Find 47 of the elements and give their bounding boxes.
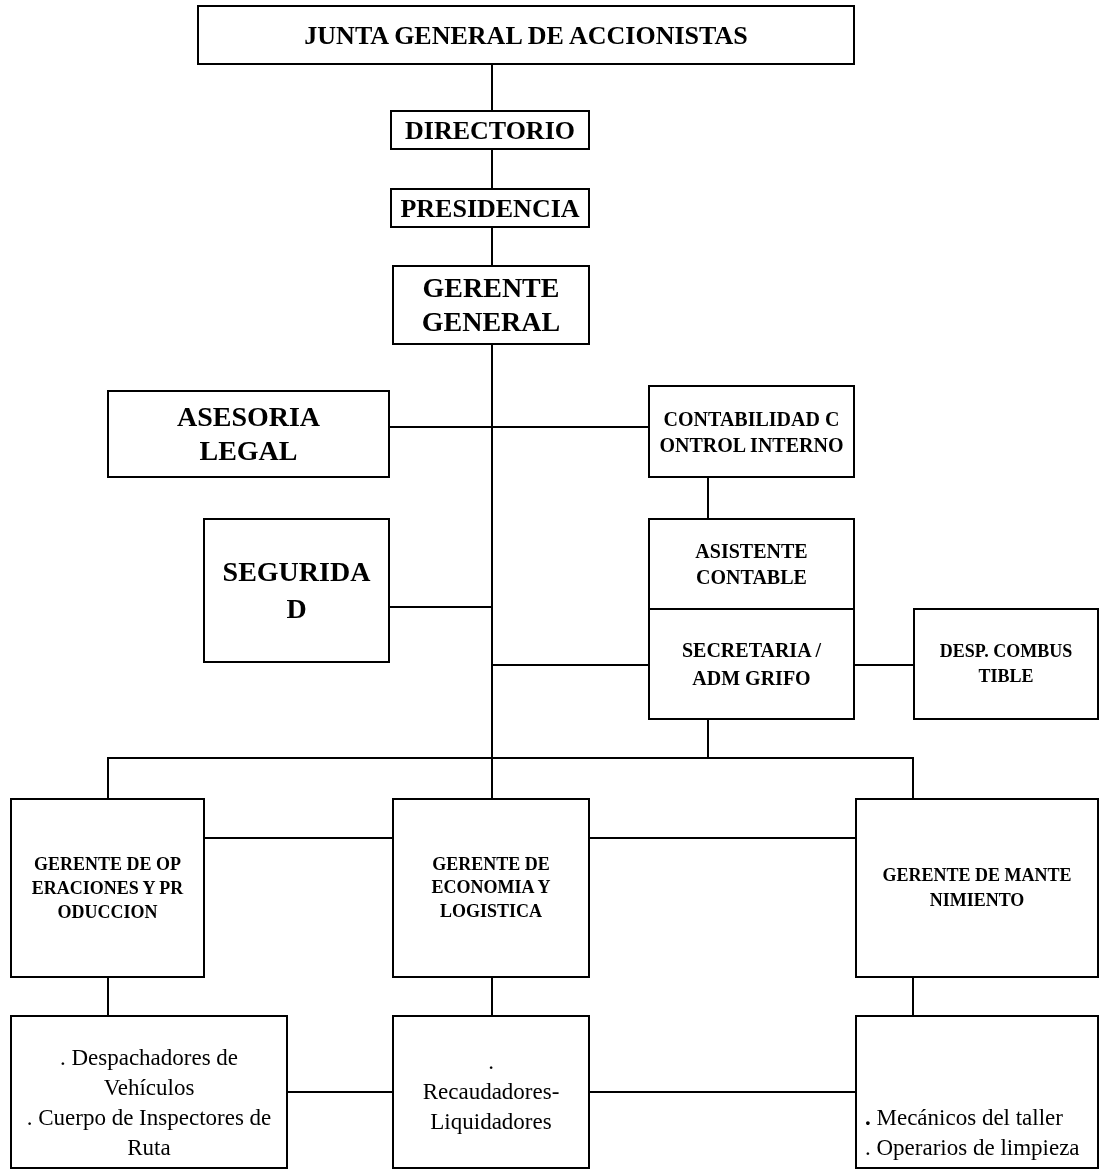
org-box bbox=[10, 1015, 288, 1169]
connector-line bbox=[707, 719, 914, 799]
box-label: SEGURIDAD bbox=[221, 555, 372, 626]
box-label: . Mecánicos del taller bbox=[865, 1104, 1063, 1133]
org-box bbox=[390, 110, 590, 150]
org-box bbox=[855, 798, 1099, 978]
box-label: GERENTE GENERAL bbox=[420, 271, 562, 339]
connector-line bbox=[107, 977, 109, 1016]
org-box bbox=[648, 385, 855, 478]
box-label: DESP. COMBUSTIBLE bbox=[939, 639, 1073, 688]
org-box bbox=[10, 798, 205, 978]
connector-line bbox=[707, 477, 709, 519]
org-box bbox=[392, 798, 590, 978]
box-label: . Operarios de limpieza bbox=[865, 1134, 1080, 1163]
connector-line bbox=[589, 837, 856, 839]
connector-line bbox=[491, 977, 493, 1016]
box-label: DIRECTORIO bbox=[405, 114, 575, 147]
connector-line bbox=[491, 227, 493, 266]
box-label: GERENTE DE MANTENIMIENTO bbox=[881, 863, 1073, 912]
connector-line bbox=[912, 977, 914, 1016]
connector-line bbox=[491, 64, 493, 111]
connector-line bbox=[287, 1091, 393, 1093]
box-label: CONTABILIDAD CONTROL INTERNO bbox=[658, 406, 845, 458]
org-box bbox=[392, 265, 590, 345]
connector-line bbox=[854, 664, 914, 666]
box-label: . Cuerpo de Inspectores de Ruta bbox=[25, 1104, 273, 1163]
connector-line bbox=[589, 1091, 856, 1093]
org-box bbox=[648, 518, 855, 610]
box-label: GERENTE DE ECONOMIA Y LOGISTICA bbox=[430, 852, 552, 923]
org-box bbox=[392, 1015, 590, 1169]
connector-line bbox=[204, 837, 393, 839]
org-box bbox=[855, 1015, 1099, 1169]
org-box bbox=[913, 608, 1099, 720]
box-label: PRESIDENCIA bbox=[400, 192, 580, 225]
box-label: SECRETARIA / ADM GRIFO bbox=[680, 638, 823, 691]
org-box bbox=[197, 5, 855, 65]
box-label: GERENTE DE OPERACIONES Y PRODUCCION bbox=[30, 852, 185, 925]
box-label: ASESORIA LEGAL bbox=[175, 400, 322, 468]
connector-line bbox=[491, 149, 493, 189]
box-label: . Despachadores de Vehículos bbox=[58, 1044, 240, 1103]
box-label: ASISTENTE CONTABLE bbox=[694, 539, 809, 590]
org-box bbox=[203, 518, 390, 663]
org-box bbox=[107, 390, 390, 478]
box-label: JUNTA GENERAL DE ACCIONISTAS bbox=[304, 19, 748, 52]
org-box bbox=[390, 188, 590, 228]
box-label: . Recaudadores-Liquidadores bbox=[422, 1048, 560, 1136]
org-box bbox=[648, 608, 855, 720]
